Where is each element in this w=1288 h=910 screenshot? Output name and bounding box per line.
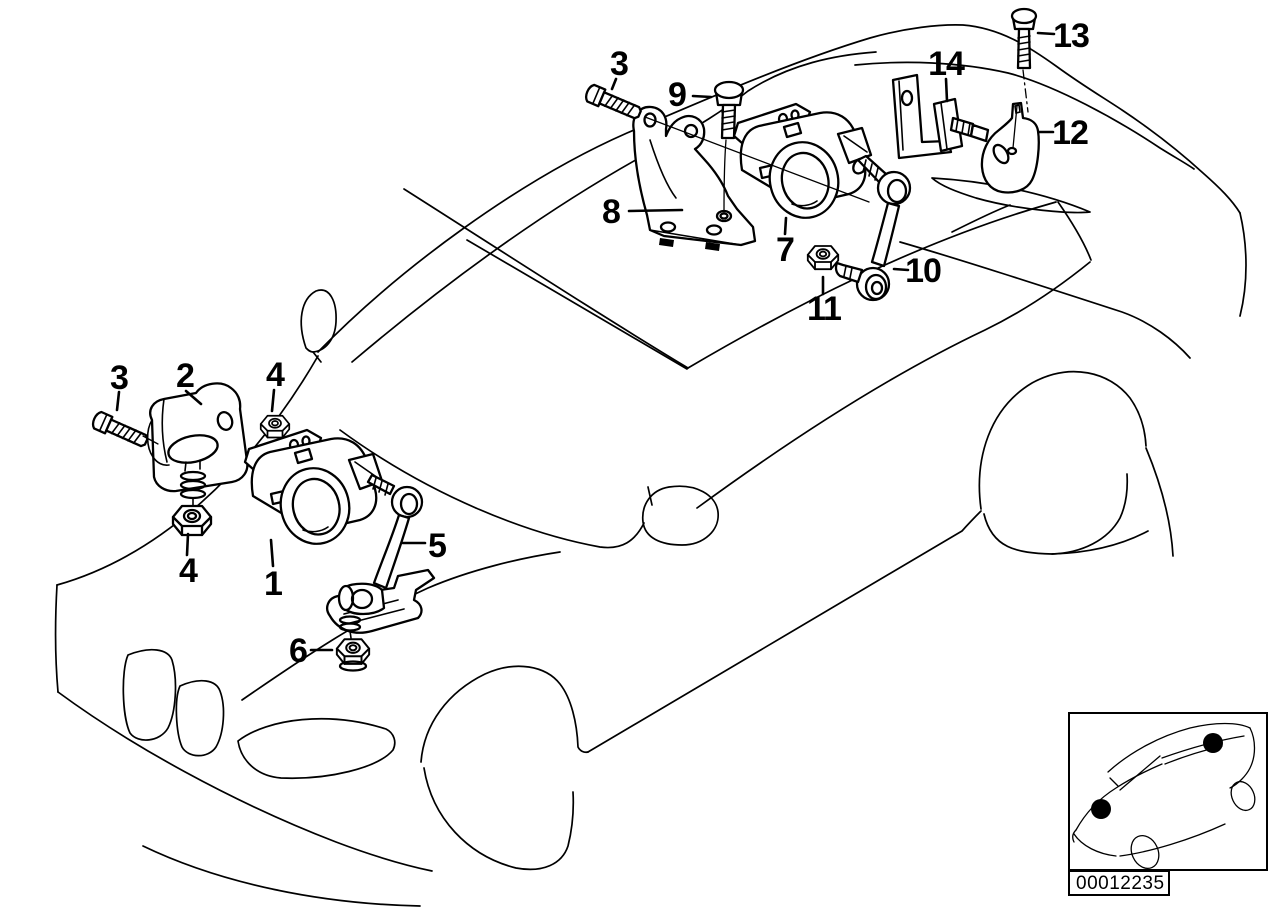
location-dots: [1091, 733, 1223, 819]
assembly-guide-lines: [142, 69, 1029, 445]
drawing-number: 00012235: [1076, 873, 1165, 894]
callout-leader-4: [270, 388, 276, 413]
location-dot: [1203, 733, 1223, 753]
callout-6: 6: [289, 632, 307, 670]
part-13-bolt: [1010, 7, 1038, 70]
callout-leader-8: [627, 208, 684, 213]
callout-leader-13: [1036, 31, 1056, 36]
callout-leader-10: [892, 267, 910, 272]
part-4-nut-lower: [171, 504, 213, 537]
callout-11: 11: [807, 290, 841, 328]
thumbnail-car: [1072, 722, 1256, 870]
location-dot: [1091, 799, 1111, 819]
callout-labels: 3 2 4 4 1 5 6 3 9 8 7 11 10 14 13 12: [110, 17, 1090, 670]
callout-leader-7: [783, 216, 788, 236]
part-12-bracket: [980, 101, 1040, 194]
drawing-number-box: 00012235: [1068, 870, 1170, 896]
callout-leader-9: [691, 94, 713, 99]
location-thumbnail: [1068, 712, 1268, 871]
callout-1: 1: [264, 565, 282, 603]
part-7-sensor-rear: [732, 102, 873, 227]
callout-3: 3: [610, 45, 628, 83]
part-14-bracket: [891, 73, 990, 160]
callout-9: 9: [668, 76, 686, 114]
part-2-bracket-front: [146, 382, 249, 506]
callout-13: 13: [1053, 17, 1089, 55]
callout-8: 8: [602, 193, 620, 231]
callout-4: 4: [266, 356, 285, 394]
callout-3: 3: [110, 359, 128, 397]
part-3-bolt-front: [89, 409, 151, 452]
part-4-nut-upper: [259, 414, 291, 439]
callout-14: 14: [928, 45, 965, 83]
part-6-nut: [335, 638, 371, 672]
callout-leader-3: [610, 77, 618, 91]
callout-leader-3: [115, 390, 121, 412]
part-5-link-front: [326, 473, 436, 639]
callout-7: 7: [776, 231, 794, 269]
part-9-bolt: [713, 80, 745, 140]
part-3-bolt-rear: [582, 82, 645, 124]
car-outline: [54, 24, 1247, 907]
part-11-nut: [806, 245, 840, 271]
callout-12: 12: [1052, 114, 1088, 152]
callout-2: 2: [176, 357, 194, 395]
callout-leader-2: [184, 389, 203, 406]
part-10-link-rear: [834, 154, 912, 302]
callout-leader-14: [944, 77, 949, 103]
callout-5: 5: [428, 527, 446, 565]
part-1-sensor-front: [243, 428, 384, 553]
callout-4: 4: [179, 552, 198, 590]
callout-10: 10: [905, 252, 941, 290]
callout-leader-1: [269, 538, 275, 568]
callout-leader-4: [185, 532, 190, 557]
